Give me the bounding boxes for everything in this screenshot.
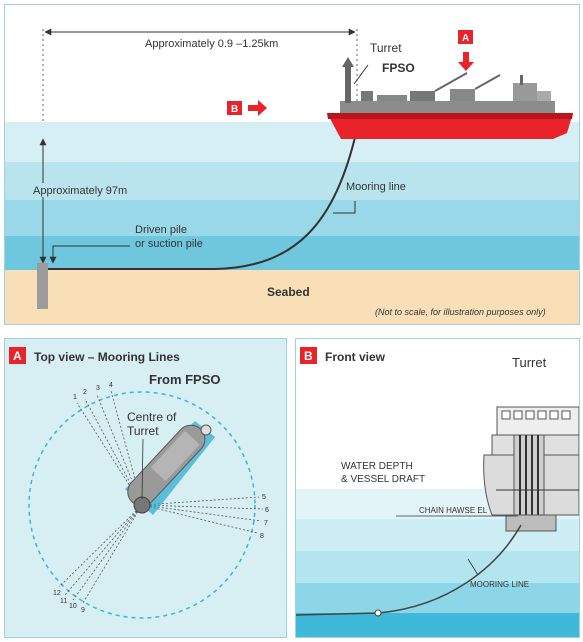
- svg-text:8: 8: [260, 533, 264, 540]
- side-view-panel: Approximately 0.9 –1.25km Approximately …: [4, 4, 580, 325]
- badge-b-top-text: B: [231, 104, 238, 115]
- seabed-area: [5, 270, 579, 324]
- svg-text:6: 6: [265, 507, 269, 514]
- fpso-vessel-icon: [327, 57, 573, 139]
- turret-label: Turret: [370, 41, 402, 55]
- mooring-callout-b: [467, 558, 479, 576]
- panel-b-title: Front view: [325, 350, 386, 364]
- svg-text:10: 10: [69, 603, 77, 610]
- svg-text:5: 5: [262, 494, 266, 501]
- top-view-diagram: A Top view – Mooring Lines From FPSO 1 2…: [9, 347, 269, 619]
- svg-text:1: 1: [73, 394, 77, 401]
- badge-a-top: [458, 30, 473, 44]
- badge-b-top: [227, 101, 242, 115]
- arrow-down-icon: [458, 52, 474, 71]
- front-view-diagram: B Front view Turret WATER DEPTH & VESSEL…: [296, 347, 579, 637]
- mooring-callout: [333, 201, 356, 214]
- badge-b: [300, 347, 317, 364]
- svg-text:4: 4: [109, 382, 113, 389]
- mooring-line-b: [377, 524, 522, 614]
- pile-callout: [49, 245, 130, 264]
- depth-label-bg: [31, 183, 111, 197]
- svg-text:7: 7: [264, 520, 268, 527]
- water-band-4: [5, 236, 579, 270]
- svg-text:3: 3: [96, 385, 100, 392]
- fpso-front-view-icon: [483, 406, 579, 532]
- water-band-5: [296, 613, 579, 637]
- seabed-label: Seabed: [267, 285, 310, 299]
- pile-label-2: or suction pile: [135, 238, 203, 250]
- mooring-line-numbers: 1 2 3 4 5 6 7 8 9 10 11 12: [53, 382, 269, 614]
- svg-text:11: 11: [60, 598, 67, 605]
- svg-text:2: 2: [83, 389, 87, 396]
- mooring-line-label-b: MOORING LINE: [470, 580, 529, 589]
- badge-a-text: A: [13, 349, 22, 363]
- arrow-right-icon: [248, 100, 267, 116]
- depth-label: Approximately 97m: [33, 185, 127, 197]
- mooring-line-b-ground: [296, 612, 379, 616]
- front-view-panel: B Front view Turret WATER DEPTH & VESSEL…: [295, 338, 580, 638]
- fpso-top-view-icon: [125, 421, 215, 515]
- badge-b-text: B: [304, 349, 313, 363]
- water-depth-label-1: WATER DEPTH: [341, 461, 413, 472]
- pile-label-1: Driven pile: [135, 224, 187, 236]
- panel-a-title: Top view – Mooring Lines: [34, 350, 180, 364]
- turret-callout: [353, 64, 369, 85]
- fpso-label: FPSO: [382, 61, 415, 75]
- centre-label-1: Centre of: [127, 410, 177, 424]
- scale-note: (Not to scale, for illustration purposes…: [375, 307, 546, 317]
- centre-label-2: Turret: [127, 424, 159, 438]
- mooring-radius-circle: [28, 391, 256, 619]
- water-band-3: [5, 200, 579, 236]
- svg-text:9: 9: [81, 607, 85, 614]
- mooring-connector: [374, 609, 382, 617]
- pile-icon: [37, 263, 48, 309]
- chain-hawse-label: CHAIN HAWSE EL: [419, 506, 488, 515]
- side-view-diagram: Approximately 0.9 –1.25km Approximately …: [5, 28, 579, 324]
- mooring-line: [48, 128, 358, 270]
- turret-label-b: Turret: [512, 355, 547, 370]
- badge-a-top-text: A: [462, 33, 469, 44]
- svg-text:12: 12: [53, 590, 61, 597]
- mooring-line-label: Mooring line: [346, 181, 406, 193]
- distance-label: Approximately 0.9 –1.25km: [145, 38, 278, 50]
- badge-a: [9, 347, 26, 364]
- centre-callout: [141, 438, 144, 500]
- panel-a-subtitle: From FPSO: [149, 372, 221, 387]
- top-view-panel: A Top view – Mooring Lines From FPSO 1 2…: [4, 338, 287, 638]
- water-band-3: [296, 551, 579, 583]
- water-depth-label-2: & VESSEL DRAFT: [341, 474, 425, 485]
